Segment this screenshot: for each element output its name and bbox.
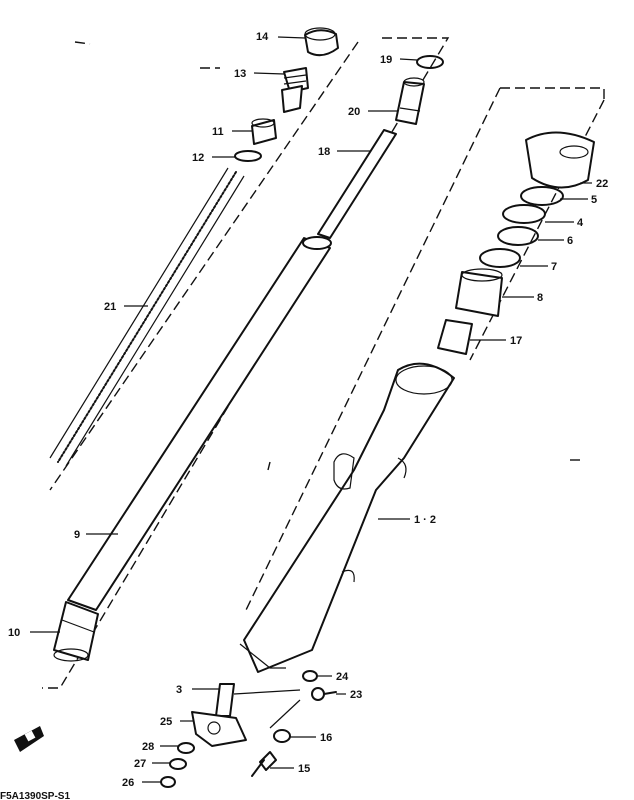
label-part-28: 28 — [142, 741, 154, 753]
front-arrow-icon — [14, 726, 44, 752]
bolt-part-15 — [251, 751, 277, 777]
label-part-20: 20 — [348, 106, 360, 118]
label-part-26: 26 — [122, 777, 134, 789]
label-part-17: 17 — [510, 335, 522, 347]
washer-part-16 — [273, 729, 291, 743]
nut-part-26 — [160, 776, 176, 788]
clip-part-5 — [520, 186, 564, 206]
cap-part-14 — [304, 27, 339, 57]
inner-tube-part-9 — [67, 236, 332, 611]
label-part-24: 24 — [336, 671, 349, 683]
label-part-25: 25 — [160, 716, 172, 728]
washer-part-28 — [177, 742, 195, 754]
figure-code: F5A1390SP-S1 — [0, 791, 70, 800]
label-part-18: 18 — [318, 146, 330, 158]
cylinder-head-part-20 — [395, 77, 425, 125]
label-part-11: 11 — [212, 126, 224, 138]
washer-part-6 — [497, 226, 539, 246]
label-part-10: 10 — [8, 627, 20, 639]
dust-seal-part-22 — [525, 131, 595, 189]
oil-seal-part-4 — [502, 204, 546, 224]
label-part-1-2: 1 · 2 — [414, 514, 436, 526]
bolt-part-13 — [281, 67, 309, 113]
label-part-22: 22 — [596, 178, 608, 190]
label-part-16: 16 — [320, 732, 332, 744]
label-part-7: 7 — [551, 261, 557, 273]
ring-part-7 — [479, 248, 521, 268]
label-part-15: 15 — [298, 763, 310, 775]
label-part-23: 23 — [350, 689, 362, 701]
outer-tube-part-1-2 — [239, 362, 455, 673]
spacer-part-11 — [251, 118, 277, 145]
label-part-3: 3 — [176, 684, 182, 696]
label-part-5: 5 — [591, 194, 597, 206]
label-part-6: 6 — [567, 235, 573, 247]
slide-bushing-part-10 — [53, 601, 99, 662]
nut-part-24 — [302, 670, 318, 682]
leader-lines — [30, 36, 592, 783]
label-part-27: 27 — [134, 758, 146, 770]
label-part-19: 19 — [380, 54, 392, 66]
spring-part-21 — [49, 167, 245, 467]
washer-part-27 — [169, 758, 187, 770]
bolt-part-23 — [311, 687, 337, 701]
oil-lock-piece-part-17 — [437, 319, 473, 355]
label-part-13: 13 — [234, 68, 246, 80]
label-part-12: 12 — [192, 152, 204, 164]
ring-part-12 — [234, 150, 262, 162]
label-part-9: 9 — [74, 529, 80, 541]
label-part-21: 21 — [104, 301, 116, 313]
axle-pin-part-3 — [215, 683, 235, 717]
guide-bushing-part-8 — [455, 268, 503, 317]
ring-part-19 — [416, 55, 444, 69]
label-part-8: 8 — [537, 292, 543, 304]
label-part-14: 14 — [256, 31, 269, 43]
label-part-4: 4 — [577, 217, 584, 229]
axle-holder-part-25 — [191, 711, 247, 747]
damper-rod-part-18 — [317, 129, 397, 239]
